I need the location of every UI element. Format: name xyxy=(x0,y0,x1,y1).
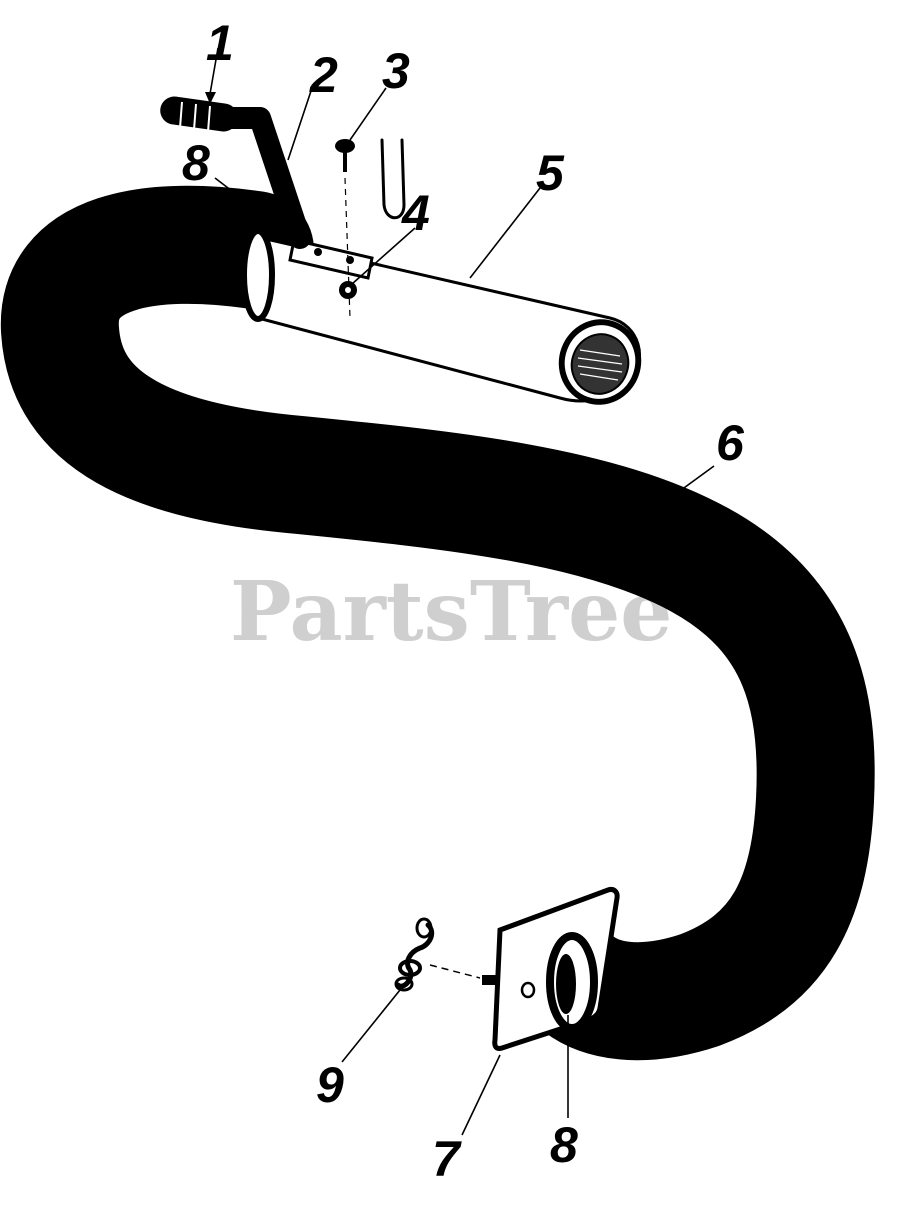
leader-7 xyxy=(461,1054,501,1136)
hose-ring xyxy=(369,425,398,542)
hose-ring xyxy=(420,431,450,548)
hose-ring xyxy=(757,774,874,800)
callout-7: 7 xyxy=(432,1131,462,1187)
hose-ring xyxy=(718,910,801,999)
hose-ring xyxy=(128,390,179,500)
leader-4 xyxy=(351,227,416,285)
hose-ring xyxy=(694,532,768,627)
hose-ring xyxy=(184,403,222,517)
hose-ring xyxy=(7,337,121,377)
hose-ring xyxy=(520,448,555,564)
hose-ring xyxy=(206,187,233,305)
hose-ring xyxy=(722,576,815,654)
callout-5: 5 xyxy=(536,145,565,201)
nut-icon xyxy=(339,281,357,299)
hose-ring xyxy=(22,350,126,412)
callout-2: 2 xyxy=(309,47,338,103)
hose-ring xyxy=(755,721,872,749)
hose-ring xyxy=(732,603,834,669)
hose-ring xyxy=(154,187,181,304)
hose-ring xyxy=(212,408,245,523)
hose-ring xyxy=(156,397,199,510)
leader-5 xyxy=(469,187,541,279)
leader-8a xyxy=(214,177,263,215)
hose-ring xyxy=(1,318,119,345)
u-clip-icon xyxy=(380,138,406,220)
hose-ring xyxy=(628,942,653,1060)
hose-ring xyxy=(757,748,874,774)
hose-ring xyxy=(748,663,861,705)
hose-clamp-icon-lower xyxy=(546,932,598,1032)
hose-ring xyxy=(741,633,849,686)
hose-ring xyxy=(704,921,773,1021)
leader-lines xyxy=(205,47,715,1136)
handle-grip-icon xyxy=(160,96,238,133)
hose-ring xyxy=(592,468,635,581)
hose-ring xyxy=(496,443,529,559)
hose-ring xyxy=(756,799,873,826)
hose-ring xyxy=(395,428,424,545)
hose-ring xyxy=(445,435,476,551)
nozzle-tube-icon xyxy=(256,236,642,405)
leader-3 xyxy=(349,87,387,141)
hose-ring xyxy=(753,823,870,854)
leader-1 xyxy=(209,47,219,95)
hose-ring xyxy=(676,514,742,616)
hose-ring xyxy=(744,866,856,912)
hose-ring xyxy=(471,439,502,555)
hose-ring xyxy=(752,692,868,726)
hose-ring xyxy=(265,415,294,531)
hose-ring xyxy=(657,500,715,606)
hose-ring xyxy=(728,898,824,972)
flexible-hose-icon xyxy=(0,185,875,1061)
callout-4: 4 xyxy=(401,185,430,241)
leader-2 xyxy=(287,87,313,161)
hose-ring xyxy=(239,411,269,528)
hose-ring xyxy=(545,454,582,569)
leader-9 xyxy=(341,989,401,1063)
callout-8-top: 8 xyxy=(182,135,210,191)
callout-6: 6 xyxy=(716,415,745,471)
leader-6 xyxy=(639,465,715,521)
hose-ring xyxy=(688,930,744,1037)
screw-icon xyxy=(335,139,355,319)
hose-ring xyxy=(71,372,145,468)
hitch-pin-clip-icon xyxy=(394,917,435,992)
callout-8-bottom: 8 xyxy=(550,1117,578,1173)
callout-1: 1 xyxy=(206,15,234,71)
hose-ring xyxy=(343,422,372,539)
hose-ring xyxy=(636,487,688,597)
hose-ring xyxy=(671,936,713,1049)
hose-ring xyxy=(180,186,206,304)
hose-ring xyxy=(125,190,158,306)
hose-ring xyxy=(737,884,843,943)
hose-ring xyxy=(292,417,320,534)
hose-ring xyxy=(709,552,792,640)
hose-ring xyxy=(569,461,608,575)
callout-9: 9 xyxy=(316,1057,344,1113)
hose-ring xyxy=(26,245,121,320)
hose-ring xyxy=(615,477,661,588)
hose-ring xyxy=(317,420,346,537)
hose-ring xyxy=(750,846,864,882)
hose-ring xyxy=(59,215,126,316)
hose-corrugations xyxy=(1,186,874,1060)
hose-ring xyxy=(44,362,134,443)
hose-ring xyxy=(5,287,119,324)
hose-ring xyxy=(94,198,139,310)
hose-ring xyxy=(650,941,683,1057)
callout-3: 3 xyxy=(382,43,410,99)
hose-ring xyxy=(99,381,160,486)
